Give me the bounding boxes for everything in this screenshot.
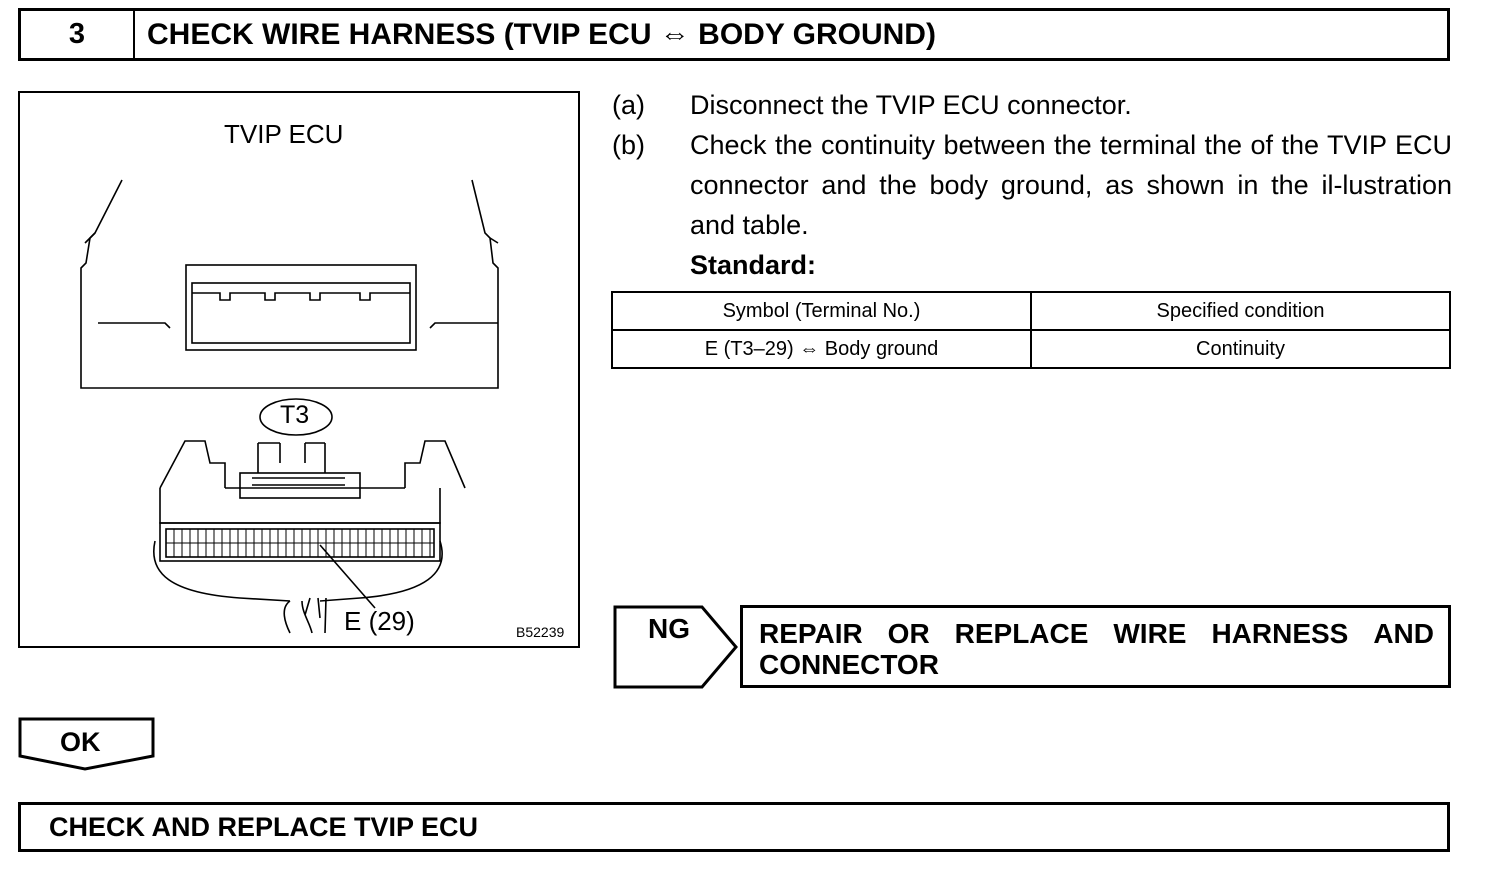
table-header-row: Symbol (Terminal No.) Specified conditio… — [611, 291, 1451, 331]
step-number: 3 — [21, 11, 135, 58]
ng-word: REPLACE — [954, 618, 1089, 649]
table-header-condition: Specified condition — [1030, 291, 1451, 331]
spec-table: Symbol (Terminal No.) Specified conditio… — [611, 291, 1451, 369]
standard-label: Standard: — [690, 250, 817, 280]
ng-word: REPAIR — [759, 618, 863, 649]
table-cell-condition: Continuity — [1030, 329, 1451, 369]
ng-arrow-icon — [613, 605, 738, 689]
instruction-text-b: Check the continuity between the termina… — [690, 130, 1452, 240]
terminal-label: E (29) — [344, 606, 415, 636]
connector-drawing — [80, 179, 499, 634]
ok-arrow-icon — [18, 717, 155, 771]
final-action-box: CHECK AND REPLACE TVIP ECU — [18, 802, 1450, 852]
instruction-text-a: Disconnect the TVIP ECU connector. — [690, 90, 1132, 120]
ng-label: NG — [648, 613, 690, 644]
ng-action-line1: REPAIR OR REPLACE WIRE HARNESS AND — [759, 618, 1434, 649]
ng-action-box: REPAIR OR REPLACE WIRE HARNESS AND CONNE… — [740, 605, 1451, 688]
ng-word: HARNESS — [1211, 618, 1349, 649]
instruction-letter-a: (a) — [612, 90, 645, 120]
ng-word: OR — [887, 618, 930, 649]
ok-label: OK — [60, 727, 101, 757]
instruction-letter-b: (b) — [612, 130, 645, 160]
connector-illustration: TVIP ECU T3 E (29) B52239 — [18, 91, 580, 648]
table-header-symbol: Symbol (Terminal No.) — [611, 291, 1032, 331]
connector-label: T3 — [280, 401, 310, 429]
table-cell-symbol: E (T3–29) ⇔ Body ground — [611, 329, 1032, 369]
ng-word: AND — [1373, 618, 1434, 649]
ng-word: WIRE — [1113, 618, 1187, 649]
table-row: E (T3–29) ⇔ Body ground Continuity — [611, 329, 1451, 369]
ng-action-line2: CONNECTOR — [759, 649, 939, 680]
figure-code: B52239 — [516, 624, 565, 640]
step-title: CHECK WIRE HARNESS (TVIP ECU ⇔ BODY GROU… — [147, 17, 936, 51]
ecu-label: TVIP ECU — [224, 119, 344, 149]
step-header: 3 CHECK WIRE HARNESS (TVIP ECU ⇔ BODY GR… — [18, 8, 1450, 61]
